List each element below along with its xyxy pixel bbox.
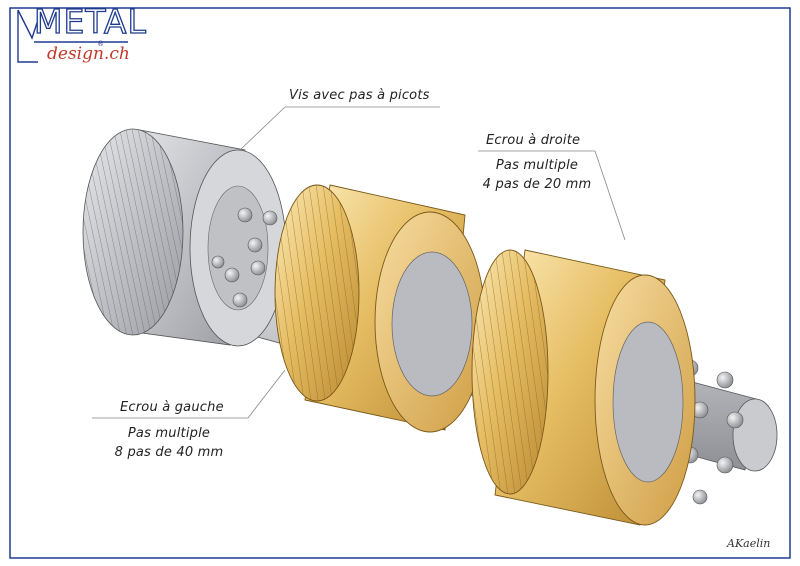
label-left-nut-title: Ecrou à gauche [120,400,224,415]
right-gold-nut [471,249,696,526]
label-right-nut-line1: Pas multiple [495,158,579,173]
logo-metal-text: METAL [33,1,147,41]
logo-registered-mark: ® [97,40,104,48]
label-left-nut-line1: Pas multiple [127,426,211,441]
label-left-nut-line2: 8 pas de 40 mm [114,445,224,460]
label-right-nut-line2: 4 pas de 20 mm [482,177,592,192]
logo-frame [17,9,128,63]
left-gold-nut [274,184,486,433]
drawing-border [9,7,791,559]
label-screw: Vis avec pas à picots [289,88,430,103]
logo-design-text: design.ch [47,44,130,64]
annotation-leaders [92,106,626,419]
steel-handwheel [82,128,287,347]
signature: AKaelin [727,537,771,550]
label-right-nut-title: Ecrou à droite [486,133,581,148]
